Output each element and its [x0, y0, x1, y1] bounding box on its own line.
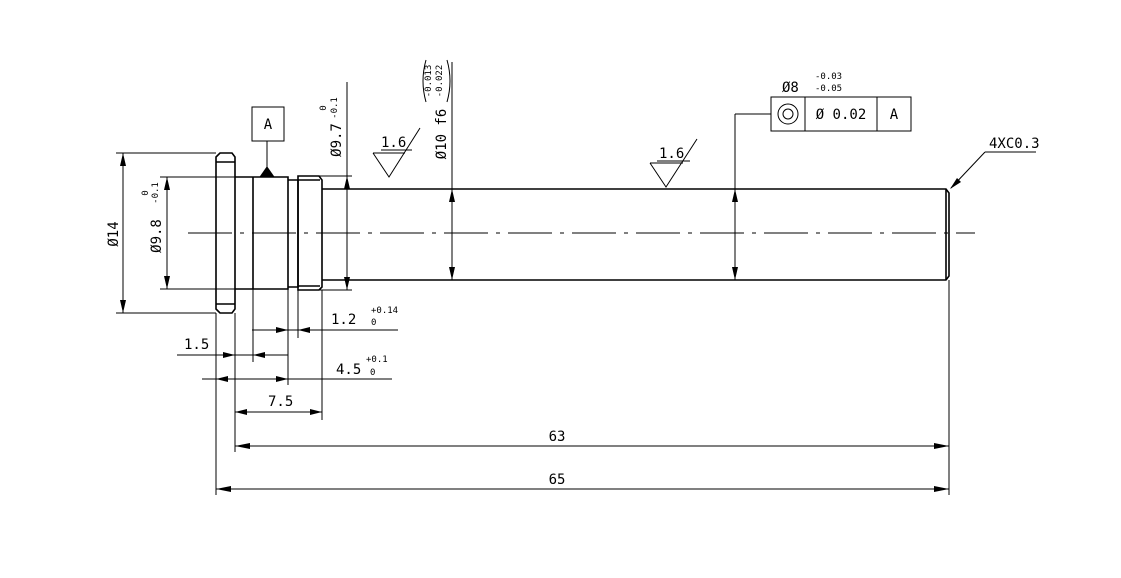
svg-text:-0.03: -0.03	[815, 72, 842, 82]
datum-a: A	[251, 106, 285, 167]
svg-text:Ø 0.02: Ø 0.02	[816, 107, 867, 123]
svg-text:7.5: 7.5	[268, 394, 293, 410]
dim-width-7-5: 7.5	[235, 290, 323, 420]
dim-width-1-2: 1.2 +0.14 0	[252, 289, 398, 338]
dim-dia-9-7: Ø9.7 0 -0.1	[298, 82, 352, 291]
svg-text:+0.1: +0.1	[366, 355, 388, 365]
svg-text:-0.05: -0.05	[815, 84, 842, 94]
dim-length-63: 63	[234, 280, 950, 495]
svg-text:1.2: 1.2	[331, 312, 356, 328]
dim-dia-9-8: Ø9.8 0 -0.1	[141, 176, 235, 290]
svg-text:Ø10 f6: Ø10 f6	[434, 109, 450, 160]
svg-text:0: 0	[141, 190, 151, 195]
svg-text:63: 63	[549, 429, 566, 445]
svg-text:4.5: 4.5	[336, 362, 361, 378]
dim-width-1-5: 1.5	[177, 289, 288, 390]
svg-text:1.5: 1.5	[184, 337, 209, 353]
svg-text:Ø9.8: Ø9.8	[149, 219, 165, 253]
dim-dia-10-f6: Ø10 f6 -0.013 -0.022	[322, 59, 455, 281]
svg-text:1.6: 1.6	[381, 135, 406, 151]
svg-text:-0.1: -0.1	[151, 182, 161, 204]
svg-text:Ø9.7: Ø9.7	[329, 123, 345, 157]
svg-text:4XC0.3: 4XC0.3	[989, 136, 1040, 152]
svg-text:-0.013: -0.013	[424, 65, 434, 98]
svg-text:A: A	[264, 117, 273, 133]
feature-control-frame: Ø 0.02 A	[770, 96, 912, 132]
svg-text:Ø14: Ø14	[106, 221, 122, 246]
concentricity-icon	[777, 103, 799, 125]
surface-finish-2: 1.6	[649, 138, 698, 188]
svg-text:-0.022: -0.022	[435, 65, 445, 98]
svg-text:A: A	[890, 107, 899, 123]
dim-dia-8: Ø8 -0.03 -0.05	[732, 72, 842, 280]
surface-finish-1: 1.6	[372, 127, 421, 178]
dim-width-4-5: 4.5 +0.1 0	[202, 313, 392, 495]
dim-dia-14: Ø14	[106, 152, 216, 314]
dim-length-65: 65	[216, 472, 949, 492]
svg-text:0: 0	[370, 368, 375, 378]
svg-text:1.6: 1.6	[659, 146, 684, 162]
svg-text:0: 0	[371, 318, 376, 328]
svg-text:65: 65	[549, 472, 566, 488]
svg-text:Ø8: Ø8	[782, 80, 799, 96]
svg-text:-0.1: -0.1	[330, 97, 340, 119]
dim-chamfer: 4XC0.3	[950, 136, 1040, 189]
svg-text:+0.14: +0.14	[371, 306, 398, 316]
svg-text:0: 0	[319, 105, 329, 110]
